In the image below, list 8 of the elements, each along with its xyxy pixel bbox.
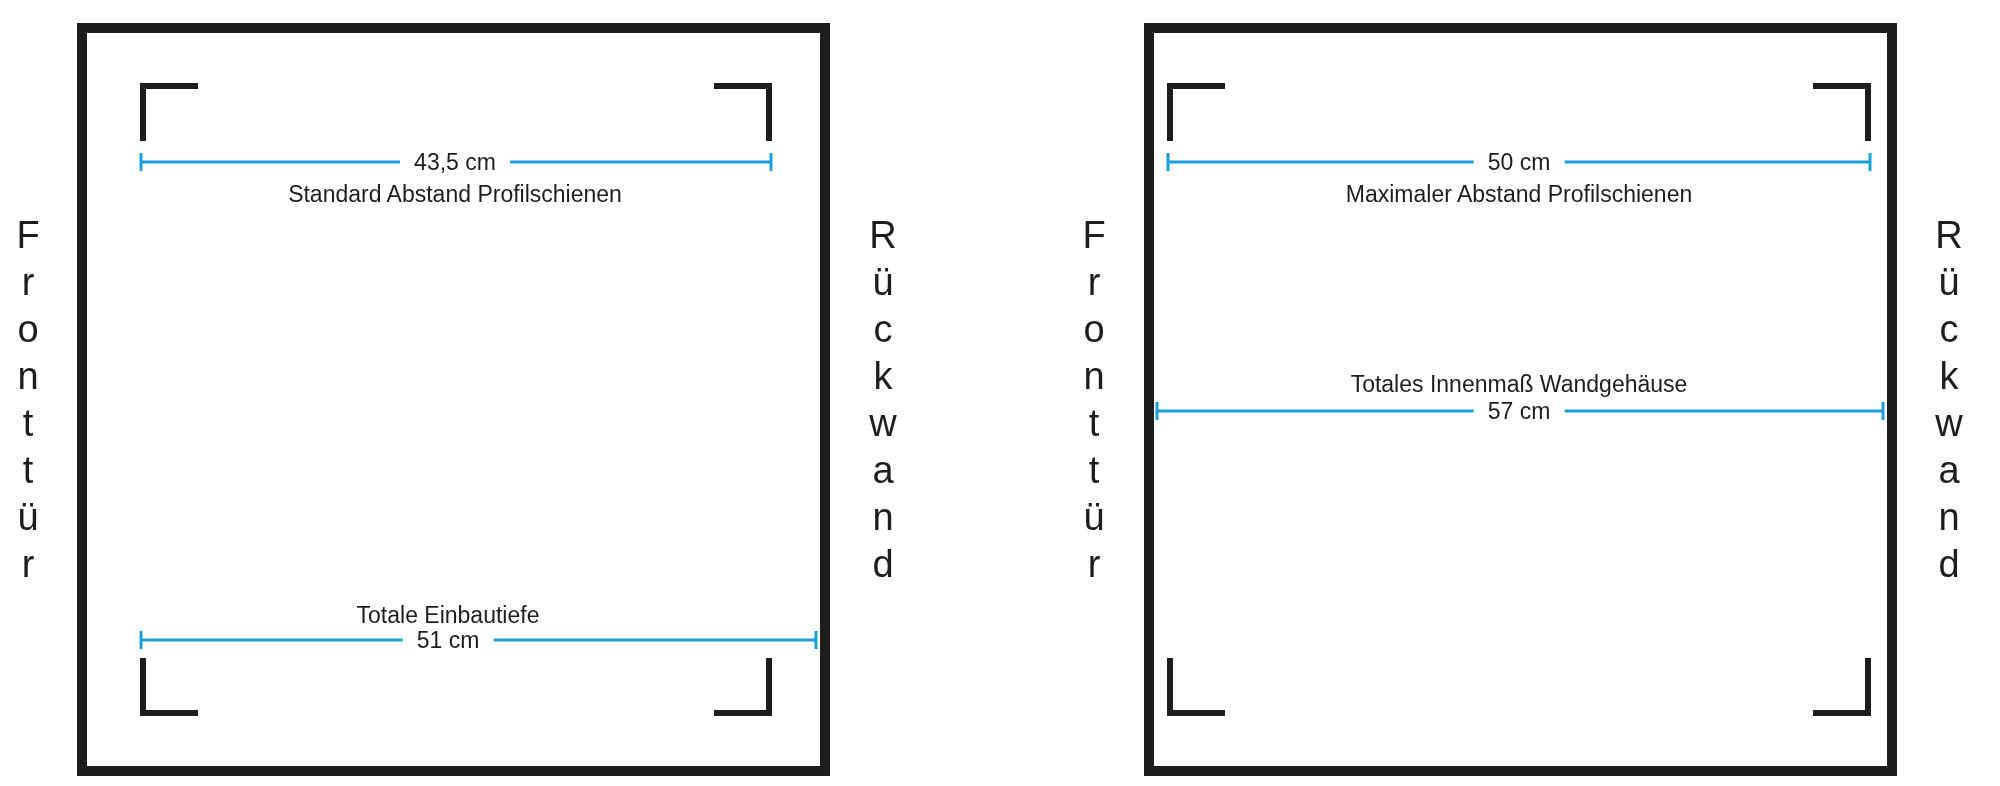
dimension-caption: Maximaler Abstand Profilschienen: [1345, 181, 1693, 207]
dimension-caption: Standard Abstand Profilschienen: [288, 181, 622, 207]
door-label: Fronttür: [1074, 214, 1114, 590]
wall-label: Rückwand: [863, 214, 903, 590]
wall-label: Rückwand: [1929, 214, 1969, 590]
door-label: Fronttür: [8, 214, 48, 590]
dimension-caption: Totale Einbautiefe: [356, 602, 540, 628]
dimension-caption: Totales Innenmaß Wandgehäuse: [1350, 371, 1688, 397]
